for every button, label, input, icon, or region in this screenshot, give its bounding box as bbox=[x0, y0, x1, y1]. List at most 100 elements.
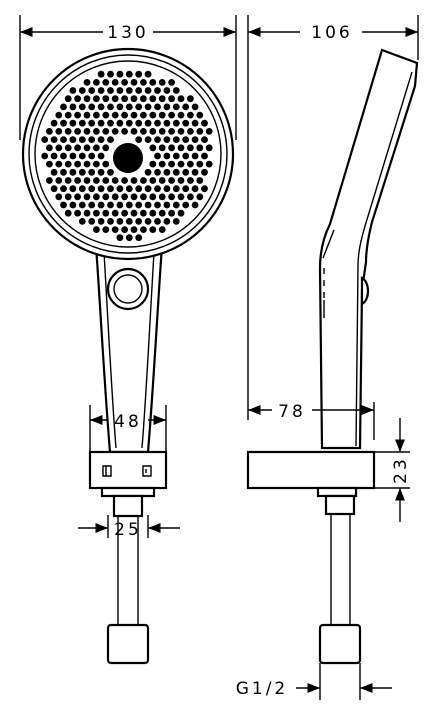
nozzle-dot bbox=[187, 160, 194, 168]
nozzle-dot bbox=[191, 185, 199, 193]
nozzle-dot bbox=[158, 79, 166, 86]
nozzle-dot bbox=[140, 226, 147, 234]
nozzle-dot bbox=[144, 87, 152, 94]
nozzle-dot bbox=[50, 136, 58, 144]
nozzle-dot bbox=[60, 119, 67, 127]
nozzle-dot bbox=[177, 144, 185, 152]
nozzle-dot bbox=[201, 152, 208, 160]
front-view bbox=[19, 15, 237, 665]
nozzle-dot bbox=[102, 127, 110, 135]
nozzle-dot bbox=[135, 185, 143, 193]
nozzle-dot bbox=[88, 218, 96, 225]
dim-thread-label: G1/2 bbox=[236, 679, 289, 699]
nozzle-dot bbox=[144, 168, 152, 176]
nozzle-dot bbox=[135, 234, 143, 242]
nozzle-dot bbox=[116, 103, 124, 111]
nozzle-dot bbox=[88, 103, 96, 111]
nozzle-dot bbox=[135, 218, 143, 225]
nozzle-dot bbox=[107, 136, 114, 144]
nozzle-dot bbox=[172, 185, 180, 193]
nozzle-dot bbox=[135, 119, 143, 127]
nozzle-pattern bbox=[41, 70, 213, 242]
nozzle-dot bbox=[83, 144, 91, 152]
nozzle-dot bbox=[149, 160, 157, 168]
nozzle-dot bbox=[107, 201, 114, 209]
nozzle-dot bbox=[116, 87, 124, 94]
nozzle-dot bbox=[130, 127, 138, 135]
nozzle-dot bbox=[140, 127, 147, 135]
nozzle-dot bbox=[78, 168, 86, 176]
nozzle-dot bbox=[182, 103, 190, 111]
nozzle-dot bbox=[130, 177, 138, 184]
nozzle-dot bbox=[116, 185, 124, 193]
nozzle-dot bbox=[163, 152, 171, 160]
nozzle-dot bbox=[102, 144, 110, 152]
nozzle-dot bbox=[149, 193, 157, 201]
nozzle-dot bbox=[88, 119, 96, 127]
nozzle-dot bbox=[50, 168, 58, 176]
nozzle-dot bbox=[97, 87, 105, 94]
nozzle-dot bbox=[172, 87, 180, 94]
nozzle-dot bbox=[88, 201, 96, 209]
nozzle-dot bbox=[163, 218, 171, 225]
nozzle-dot bbox=[125, 234, 133, 242]
nozzle-dot bbox=[140, 79, 147, 86]
nozzle-dot bbox=[163, 136, 171, 144]
nozzle-dot bbox=[69, 168, 77, 176]
nozzle-dot bbox=[83, 127, 91, 135]
nozzle-dot bbox=[163, 119, 171, 127]
nozzle-dot bbox=[158, 144, 166, 152]
nozzle-dot bbox=[158, 111, 166, 119]
nozzle-dot bbox=[201, 185, 208, 193]
nozzle-dot bbox=[158, 209, 166, 217]
nozzle-dot bbox=[107, 168, 114, 176]
nozzle-dot bbox=[69, 136, 77, 144]
nozzle-dot bbox=[191, 168, 199, 176]
nozzle-dot bbox=[78, 201, 86, 209]
nozzle-dot bbox=[97, 201, 105, 209]
nozzle-dot bbox=[64, 209, 72, 217]
nozzle-dot bbox=[107, 119, 114, 127]
nozzle-dot bbox=[154, 201, 161, 209]
nozzle-dot bbox=[64, 111, 72, 119]
nozzle-dot bbox=[196, 193, 204, 201]
nozzle-dot bbox=[121, 226, 128, 234]
nozzle-dot bbox=[149, 95, 157, 103]
nozzle-dot bbox=[83, 177, 91, 184]
nozzle-dot bbox=[125, 218, 133, 225]
nozzle-dot bbox=[93, 193, 100, 201]
nozzle-dot bbox=[93, 177, 100, 184]
nozzle-dot bbox=[158, 127, 166, 135]
nozzle-dot bbox=[111, 226, 119, 234]
nozzle-dot bbox=[50, 119, 58, 127]
nozzle-dot bbox=[130, 79, 138, 86]
nozzle-dot bbox=[168, 127, 176, 135]
nozzle-dot bbox=[196, 111, 204, 119]
nozzle-dot bbox=[201, 168, 208, 176]
nozzle-dot bbox=[102, 79, 110, 86]
nozzle-dot bbox=[144, 185, 152, 193]
nozzle-dot bbox=[78, 136, 86, 144]
nozzle-dot bbox=[191, 103, 199, 111]
nozzle-dot bbox=[149, 209, 157, 217]
side-handle bbox=[318, 48, 419, 450]
nozzle-dot bbox=[107, 103, 114, 111]
nozzle-dot bbox=[135, 87, 143, 94]
nozzle-dot bbox=[88, 136, 96, 144]
nozzle-dot bbox=[182, 152, 190, 160]
nozzle-dot bbox=[187, 193, 194, 201]
nozzle-dot bbox=[168, 111, 176, 119]
nozzle-dot bbox=[168, 177, 176, 184]
nozzle-dot bbox=[182, 136, 190, 144]
nozzle-dot bbox=[88, 87, 96, 94]
dim-wall-offset-label: 78 bbox=[278, 402, 306, 422]
nozzle-dot bbox=[172, 136, 180, 144]
side-view bbox=[246, 15, 419, 700]
nozzle-dot bbox=[116, 234, 124, 242]
nozzle-dot bbox=[187, 177, 194, 184]
nozzle-dot bbox=[149, 177, 157, 184]
nozzle-dot bbox=[125, 87, 133, 94]
nozzle-dot bbox=[116, 70, 124, 78]
nozzle-dot bbox=[60, 136, 67, 144]
nozzle-dot bbox=[177, 95, 185, 103]
